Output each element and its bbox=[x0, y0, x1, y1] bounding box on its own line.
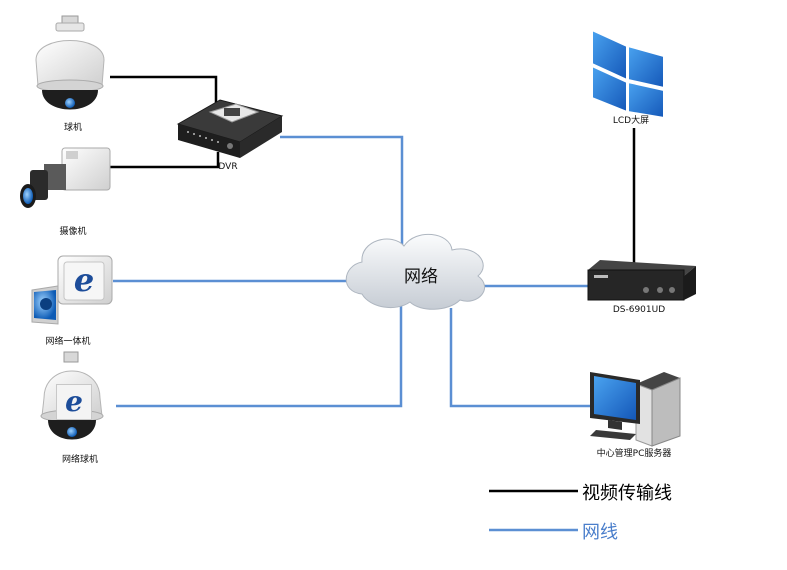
decoder-label: DS-6901UD bbox=[612, 305, 666, 315]
lcd-wall-icon bbox=[591, 28, 665, 120]
ie-logo-glyph: e bbox=[65, 385, 83, 418]
decoder-icon bbox=[587, 260, 696, 301]
video-line-dome-to-dvr bbox=[110, 75, 218, 103]
box-camera-icon bbox=[20, 147, 111, 208]
dome-camera-icon bbox=[35, 15, 105, 110]
dvr-icon bbox=[176, 99, 284, 158]
ip-camera-label: 网络一体机 bbox=[45, 337, 91, 347]
legend-video-line-label: 视频传输线 bbox=[582, 483, 672, 504]
dvr-label: DVR bbox=[218, 162, 238, 172]
ie-logo-glyph: e bbox=[73, 261, 95, 299]
video-lines bbox=[110, 75, 636, 266]
pc-server-label: 中心管理PC服务器 bbox=[596, 449, 672, 459]
legend-network-line-label: 网线 bbox=[582, 522, 618, 543]
net-line-pc bbox=[449, 308, 593, 408]
dome-camera-label: 球机 bbox=[63, 123, 83, 133]
network-cloud-icon bbox=[345, 233, 485, 310]
ie-logo-icon: e bbox=[56, 384, 92, 420]
ip-camera-icon bbox=[31, 255, 113, 325]
box-camera-label: 摄像机 bbox=[59, 227, 87, 237]
ip-dome-label: 网络球机 bbox=[61, 455, 99, 465]
lcd-wall-label: LCD大屏 bbox=[612, 116, 650, 126]
net-line-ip-dome bbox=[116, 300, 403, 408]
network-lines bbox=[113, 135, 593, 408]
pc-server-icon bbox=[590, 372, 681, 447]
network-cloud-label: 网络 bbox=[404, 267, 438, 287]
ie-logo-icon: e bbox=[66, 262, 102, 298]
video-line-camera-to-dvr bbox=[110, 152, 220, 169]
net-line-dvr bbox=[280, 135, 404, 245]
